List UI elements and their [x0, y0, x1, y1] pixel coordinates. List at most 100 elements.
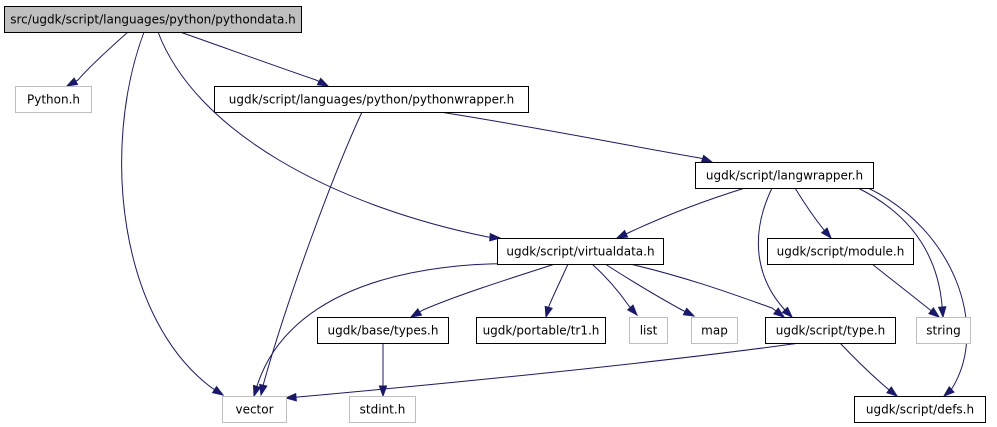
- edge-line: [179, 31, 320, 82]
- node-langwrapper[interactable]: ugdk/script/langwrapper.h: [695, 162, 874, 189]
- edge-arrowhead: [378, 385, 388, 398]
- edge-line: [867, 187, 968, 391]
- edge-pythonwrapper-to-langwrapper: [439, 111, 714, 163]
- edge-pythondata-to-virtualdata: [157, 31, 502, 242]
- edge-line: [121, 31, 215, 391]
- node-pythondata: src/ugdk/script/languages/python/pythond…: [4, 6, 302, 33]
- edge-line: [871, 263, 932, 312]
- edge-arrowhead: [409, 308, 423, 318]
- node-label: vector: [235, 403, 273, 417]
- node-vector[interactable]: vector: [222, 396, 287, 423]
- node-box: [765, 317, 896, 344]
- node-virtualdata[interactable]: ugdk/script/virtualdata.h: [497, 238, 664, 265]
- edge-arrowhead: [942, 385, 955, 397]
- edge-type-to-defs: [839, 342, 899, 397]
- node-label: ugdk/script/languages/python/pythonwrapp…: [229, 93, 514, 107]
- node-box: [4, 6, 302, 33]
- edge-arrowhead: [928, 307, 941, 318]
- edge-virtualdata-to-types: [409, 263, 556, 318]
- edge-type-to-vector: [284, 342, 801, 402]
- node-box: [349, 396, 416, 423]
- edge-line: [757, 187, 786, 311]
- node-string[interactable]: string: [916, 317, 971, 344]
- edge-arrowhead: [489, 232, 502, 242]
- node-box: [854, 396, 986, 423]
- node-pythonwrapper[interactable]: ugdk/script/languages/python/pythonwrapp…: [214, 86, 529, 113]
- edge-arrowhead: [252, 384, 262, 398]
- edge-langwrapper-to-type: [757, 187, 794, 319]
- edge-virtualdata-to-tr1: [544, 263, 569, 319]
- edge-arrowhead: [820, 227, 832, 240]
- edge-virtualdata-to-map: [604, 263, 696, 317]
- node-type[interactable]: ugdk/script/type.h: [765, 317, 896, 344]
- node-list[interactable]: list: [629, 317, 668, 344]
- node-label: ugdk/script/type.h: [776, 324, 886, 338]
- edge-line: [262, 111, 363, 386]
- edge-pythondata-to-vector: [121, 31, 225, 396]
- edge-line: [839, 342, 890, 391]
- edge-virtualdata-to-type: [629, 263, 786, 318]
- edge-arrowhead: [615, 229, 629, 239]
- node-box: [916, 317, 971, 344]
- node-label: list: [640, 324, 658, 338]
- edge-pythonwrapper-to-vector: [259, 111, 363, 397]
- header-nodes: src/ugdk/script/languages/python/pythond…: [4, 6, 986, 423]
- edge-arrowhead: [259, 383, 268, 397]
- edge-line: [857, 187, 943, 308]
- edge-langwrapper-to-module: [794, 187, 832, 240]
- edge-arrowhead: [937, 306, 947, 319]
- node-label: map: [701, 324, 728, 338]
- edge-langwrapper-to-string: [857, 187, 947, 319]
- edge-langwrapper-to-virtualdata: [615, 187, 746, 239]
- node-label: stdint.h: [360, 403, 406, 417]
- node-label: ugdk/script/langwrapper.h: [706, 169, 863, 183]
- node-label: ugdk/script/defs.h: [866, 403, 974, 417]
- edge-line: [629, 263, 777, 312]
- node-module[interactable]: ugdk/script/module.h: [767, 238, 914, 265]
- edge-line: [794, 187, 825, 231]
- node-map[interactable]: map: [691, 317, 738, 344]
- node-defs[interactable]: ugdk/script/defs.h: [854, 396, 986, 423]
- node-box: [476, 317, 606, 344]
- edge-line: [157, 31, 491, 238]
- edge-pythondata-to-python: [65, 31, 129, 87]
- edge-arrowhead: [211, 385, 225, 396]
- node-box: [691, 317, 738, 344]
- edge-langwrapper-to-defs: [867, 187, 968, 397]
- dependency-edges: [65, 31, 968, 402]
- node-python[interactable]: Python.h: [15, 86, 92, 113]
- edge-pythondata-to-pythonwrapper: [179, 31, 330, 87]
- edge-virtualdata-to-list: [591, 263, 638, 317]
- edge-types-to-stdint: [378, 343, 388, 398]
- edge-arrowhead: [316, 77, 330, 87]
- edge-line: [256, 263, 531, 387]
- node-box: [317, 317, 449, 344]
- node-label: ugdk/script/virtualdata.h: [506, 245, 654, 259]
- node-label: ugdk/base/types.h: [328, 324, 439, 338]
- node-box: [629, 317, 668, 344]
- edge-line: [439, 111, 703, 160]
- node-label: ugdk/script/module.h: [777, 245, 905, 259]
- node-box: [15, 86, 92, 113]
- node-tr1[interactable]: ugdk/portable/tr1.h: [476, 317, 606, 344]
- node-label: Python.h: [27, 93, 80, 107]
- edge-arrowhead: [626, 304, 638, 317]
- node-types[interactable]: ugdk/base/types.h: [317, 317, 449, 344]
- edge-virtualdata-to-vector: [252, 263, 531, 398]
- node-label: ugdk/portable/tr1.h: [483, 324, 600, 338]
- edge-arrowhead: [284, 392, 297, 402]
- node-box: [214, 86, 529, 113]
- edge-line: [591, 263, 631, 308]
- node-stdint[interactable]: stdint.h: [349, 396, 416, 423]
- edge-arrowhead: [700, 154, 714, 163]
- node-box: [695, 162, 874, 189]
- node-box: [497, 238, 664, 265]
- edge-line: [548, 263, 569, 308]
- node-label: string: [926, 324, 960, 338]
- edge-line: [604, 263, 686, 312]
- edge-arrowhead: [544, 305, 553, 319]
- node-box: [767, 238, 914, 265]
- edge-arrowhead: [781, 306, 794, 319]
- node-box: [222, 396, 287, 423]
